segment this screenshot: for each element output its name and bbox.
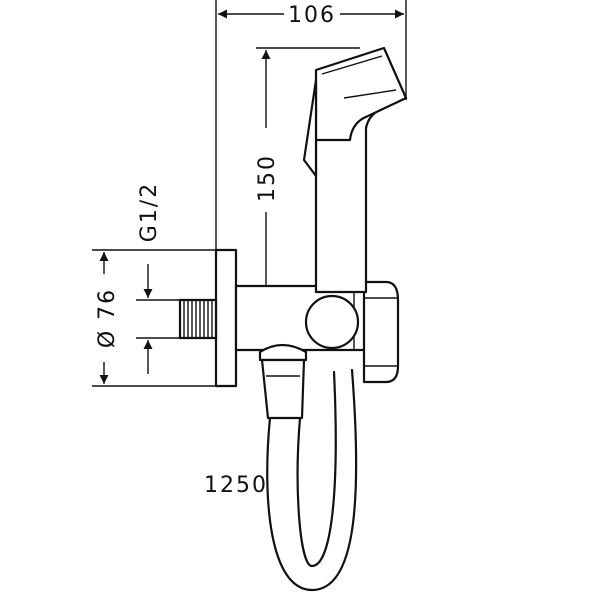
dimension-width: 106 xyxy=(215,0,407,250)
dimension-diameter: Ø 76 xyxy=(92,249,216,387)
shower-head xyxy=(314,46,408,142)
hose xyxy=(266,368,358,592)
hand-shower xyxy=(302,46,408,294)
head-edge-line xyxy=(321,55,383,75)
push-button xyxy=(304,294,360,350)
head-face-line xyxy=(343,89,397,99)
hose-nut xyxy=(258,343,308,420)
dimension-label-height: 150 xyxy=(255,154,280,202)
valve-knob xyxy=(362,280,400,384)
trigger-lever xyxy=(302,78,318,178)
wall-rosette xyxy=(214,248,238,388)
threaded-connector xyxy=(178,298,218,340)
dimension-label-diameter: Ø 76 xyxy=(95,288,120,348)
dimension-thread: G1/2 xyxy=(136,182,180,374)
dimension-label-width: 106 xyxy=(288,3,336,28)
dimension-label-thread: G1/2 xyxy=(137,182,162,242)
dimension-label-hose: 1250 xyxy=(204,473,268,498)
